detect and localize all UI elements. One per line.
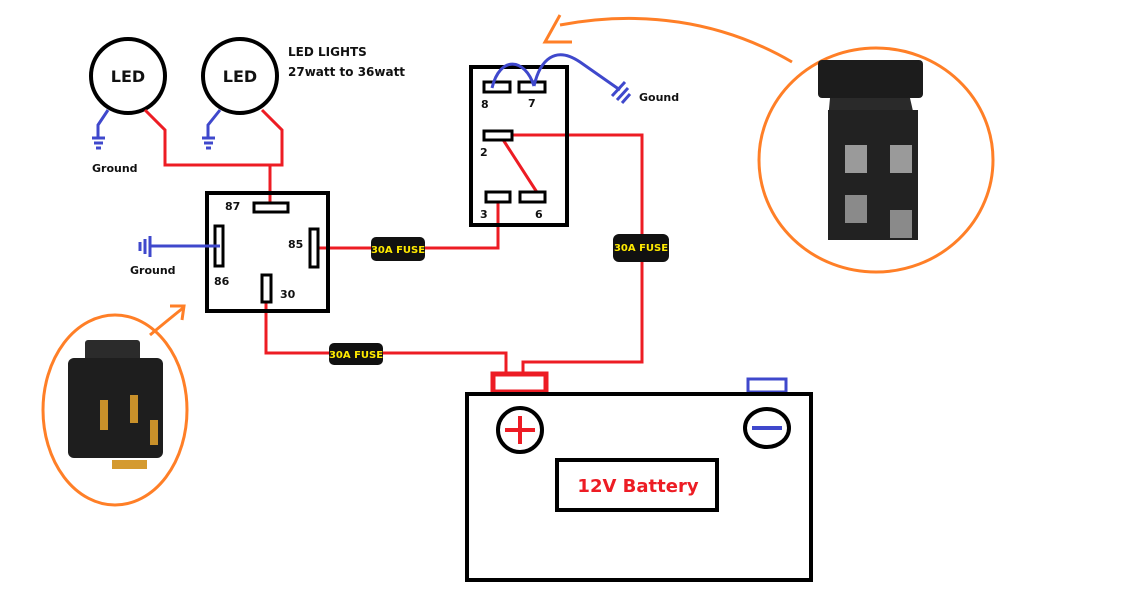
switch-pin-8: 8 xyxy=(481,98,489,111)
rocker-switch-diagram: 8 7 2 3 6 xyxy=(469,65,569,227)
led-2-label: LED xyxy=(223,67,257,86)
led-ground-wires xyxy=(92,109,222,150)
led-ground-label: Ground xyxy=(92,162,138,175)
relay-pin-87: 87 xyxy=(225,200,240,213)
switch-ground-wire xyxy=(490,53,632,104)
relay-photo xyxy=(68,340,163,469)
positive-symbol-icon xyxy=(496,406,544,454)
positive-terminal xyxy=(490,371,549,395)
fuse-1-label: 30A FUSE xyxy=(371,245,425,256)
negative-terminal xyxy=(746,377,788,394)
relay-pin-30: 30 xyxy=(280,288,296,301)
negative-symbol-icon xyxy=(743,407,791,449)
relay: 87 85 86 30 xyxy=(205,191,330,313)
fuse-2-label: 30A FUSE xyxy=(614,243,668,254)
relay-ground-wire xyxy=(138,236,220,257)
relay-photo-callout xyxy=(41,304,189,507)
fuse-2: 30A FUSE xyxy=(613,234,669,262)
power-wires xyxy=(143,108,644,378)
led-caption-line2: 27watt to 36watt xyxy=(288,65,405,79)
relay-pin-85: 85 xyxy=(288,238,303,251)
fuse-1: 30A FUSE xyxy=(371,237,425,261)
rocker-switch-photo xyxy=(818,60,923,240)
relay-pin-86: 86 xyxy=(214,275,230,288)
led-2: LED xyxy=(201,37,279,115)
led-1-label: LED xyxy=(111,67,145,86)
switch-ground-label: Gound xyxy=(639,91,679,104)
led-caption-line1: LED LIGHTS xyxy=(288,45,367,59)
battery: 12V Battery xyxy=(465,371,813,582)
fuse-3: 30A FUSE xyxy=(329,343,383,365)
fuse-3-label: 30A FUSE xyxy=(329,350,383,361)
switch-pin-6: 6 xyxy=(535,208,543,221)
relay-ground-label: Ground xyxy=(130,264,176,277)
led-1: LED xyxy=(89,37,167,115)
battery-label: 12V Battery xyxy=(577,476,698,497)
switch-photo-callout xyxy=(542,14,995,274)
switch-pin-7: 7 xyxy=(528,97,536,110)
switch-pin-2: 2 xyxy=(480,146,488,159)
switch-pin-3: 3 xyxy=(480,208,488,221)
